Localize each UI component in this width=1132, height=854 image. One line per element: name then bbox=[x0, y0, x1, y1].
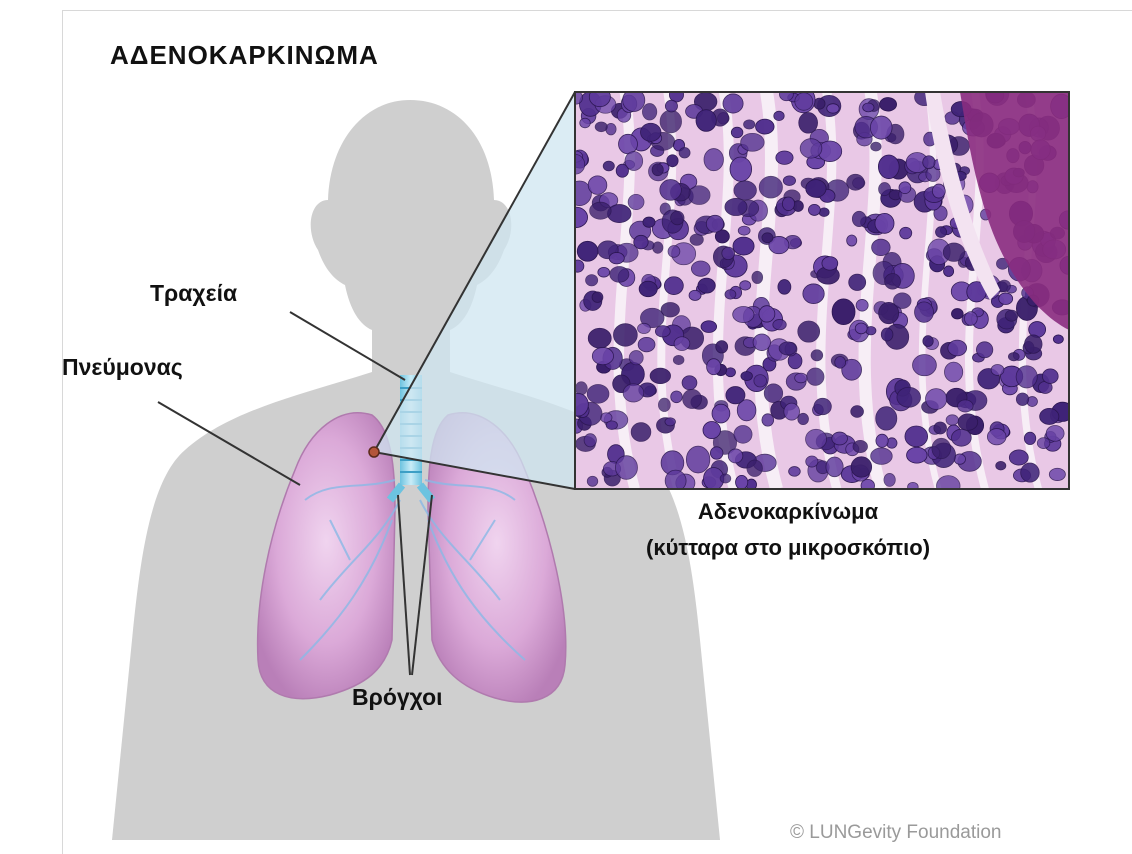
tumor-spot bbox=[369, 447, 379, 457]
caption-line-2: (κύτταρα στο μικροσκόπιο) bbox=[646, 530, 930, 566]
page-title: ΑΔΕΝΟΚΑΡΚΙΝΩΜΑ bbox=[110, 40, 379, 71]
micrograph bbox=[564, 80, 1077, 496]
lung-label: Πνεύμονας bbox=[62, 354, 183, 381]
caption-line-1: Αδενοκαρκίνωμα bbox=[646, 494, 930, 530]
trachea-label: Τραχεία bbox=[150, 280, 237, 307]
micrograph-caption: Αδενοκαρκίνωμα (κύτταρα στο μικροσκόπιο) bbox=[646, 494, 930, 566]
credit-text: © LUNGevity Foundation bbox=[790, 822, 1002, 844]
bronchi-label: Βρόγχοι bbox=[352, 684, 443, 711]
